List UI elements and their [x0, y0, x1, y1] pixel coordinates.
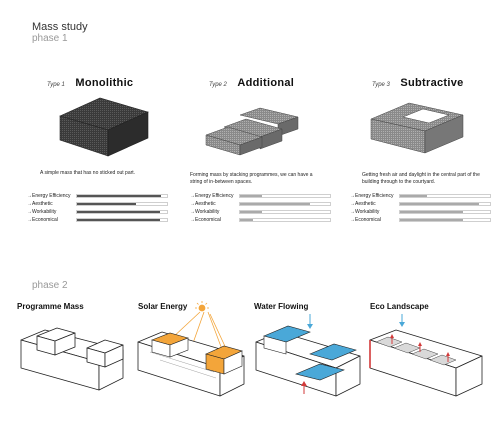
metric-row: →Energy Efficiency	[190, 193, 335, 200]
metric-row: →Workability	[27, 209, 172, 216]
type-3-description: Getting fresh air and daylight in the ce…	[362, 172, 497, 186]
metric-row: →Aesthetic	[190, 201, 335, 208]
metric-row: →Economical	[350, 217, 495, 224]
metric-label: →Aesthetic	[27, 201, 53, 207]
metric-label: →Energy Efficiency	[350, 193, 394, 199]
metric-label: →Workability	[27, 209, 57, 215]
metric-row: →Energy Efficiency	[350, 193, 495, 200]
metric-bar-track	[399, 202, 491, 206]
type-3-prefix: Type 3	[372, 82, 390, 88]
page-title: Mass study	[32, 21, 88, 33]
monolithic-mass-icon	[59, 97, 149, 157]
subtractive-mass-icon	[370, 102, 464, 154]
metric-label: →Energy Efficiency	[27, 193, 71, 199]
metric-bar-fill	[400, 203, 480, 205]
additional-mass-icon	[205, 107, 299, 156]
metric-label: →Energy Efficiency	[190, 193, 234, 199]
metric-bar-track	[76, 210, 168, 214]
metric-bar-fill	[77, 211, 160, 213]
metric-row: →Economical	[27, 217, 172, 224]
metric-bar-fill	[77, 219, 160, 221]
solar-energy-diagram-icon	[137, 301, 245, 397]
metric-row: →Aesthetic	[27, 201, 172, 208]
programme-mass-label: Programme Mass	[17, 302, 84, 311]
water-flowing-label: Water Flowing	[254, 302, 309, 311]
metric-bar-track	[399, 194, 491, 198]
metric-label: →Economical	[350, 217, 381, 223]
metric-row: →Economical	[190, 217, 335, 224]
type-2-heading: Type 2 Additional	[209, 73, 294, 91]
type-3-metrics: →Energy Efficiency →Aesthetic →Workability…	[350, 193, 495, 229]
metric-bar-fill	[77, 203, 136, 205]
metric-label: →Economical	[27, 217, 58, 223]
type-1-metrics: →Energy Efficiency →Aesthetic →Workability…	[27, 193, 172, 229]
metric-label: →Workability	[190, 209, 220, 215]
phase-1-label: phase 1	[32, 33, 68, 44]
type-2-prefix: Type 2	[209, 82, 227, 88]
metric-bar-track	[76, 194, 168, 198]
type-2-description-line-1: Forming mass by stacking programmes, we …	[190, 172, 313, 178]
metric-bar-fill	[77, 195, 161, 197]
metric-row: →Workability	[190, 209, 335, 216]
solar-energy-label: Solar Energy	[138, 302, 188, 311]
metric-label: →Aesthetic	[190, 201, 216, 207]
metric-bar-track	[239, 218, 331, 222]
metric-bar-fill	[400, 219, 463, 221]
metric-bar-fill	[240, 195, 262, 197]
metric-bar-fill	[240, 203, 311, 205]
type-1-description-line: A simple mass that has no sticked out pa…	[40, 170, 136, 176]
type-1-description: A simple mass that has no sticked out pa…	[40, 170, 190, 177]
type-1-prefix: Type 1	[47, 82, 65, 88]
metric-row: →Workability	[350, 209, 495, 216]
type-2-metrics: →Energy Efficiency →Aesthetic →Workability…	[190, 193, 335, 229]
metric-bar-track	[239, 194, 331, 198]
type-3-heading: Type 3 Subtractive	[372, 73, 464, 91]
type-3-description-line-1: Getting fresh air and daylight in the ce…	[362, 172, 480, 178]
water-flowing-diagram-icon	[255, 314, 361, 397]
metric-bar-track	[239, 202, 331, 206]
metric-label: →Workability	[350, 209, 380, 215]
metric-row: →Energy Efficiency	[27, 193, 172, 200]
metric-bar-track	[239, 210, 331, 214]
metric-label: →Aesthetic	[350, 201, 376, 207]
type-3-description-line-2: building through to the courtyard.	[362, 179, 436, 185]
type-2-description: Forming mass by stacking programmes, we …	[190, 172, 340, 186]
metric-bar-fill	[240, 211, 262, 213]
metric-bar-track	[399, 210, 491, 214]
type-3-name: Subtractive	[400, 77, 464, 89]
type-2-name: Additional	[237, 77, 295, 89]
type-1-heading: Type 1 Monolithic	[47, 73, 133, 91]
metric-bar-track	[399, 218, 491, 222]
programme-mass-diagram-icon	[20, 327, 124, 391]
eco-landscape-label: Eco Landscape	[370, 302, 429, 311]
metric-bar-fill	[240, 219, 253, 221]
type-1-name: Monolithic	[75, 77, 134, 89]
type-2-description-line-2: string of in-between spaces.	[190, 179, 253, 185]
metric-row: →Aesthetic	[350, 201, 495, 208]
metric-bar-track	[76, 218, 168, 222]
eco-landscape-diagram-icon	[369, 314, 483, 397]
metric-bar-track	[76, 202, 168, 206]
metric-bar-fill	[400, 211, 463, 213]
phase-2-label: phase 2	[32, 280, 68, 291]
metric-label: →Economical	[190, 217, 221, 223]
metric-bar-fill	[400, 195, 427, 197]
